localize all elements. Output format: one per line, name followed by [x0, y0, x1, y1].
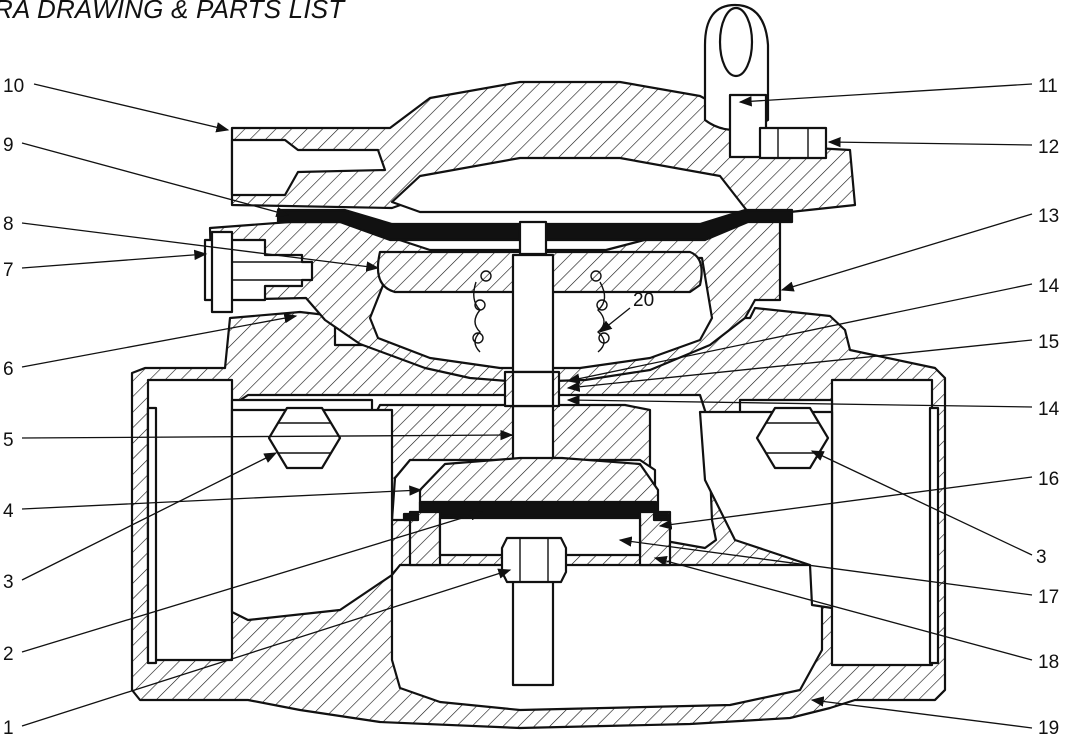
callout-14-upper: 14 [1038, 276, 1060, 297]
stem-nut [500, 536, 568, 584]
hex-plug-left [267, 406, 342, 470]
callout-7: 7 [3, 260, 14, 281]
callout-16: 16 [1038, 469, 1059, 490]
callout-18: 18 [1038, 652, 1059, 673]
lifting-eye [703, 3, 770, 159]
drawing-title: RA DRAWING & PARTS LIST [0, 0, 345, 24]
hex-plug-right [755, 406, 830, 470]
callout-4: 4 [3, 501, 14, 522]
callout-1: 1 [3, 718, 14, 736]
callout-5: 5 [3, 430, 14, 451]
callout-20: 20 [633, 290, 654, 311]
callout-6: 6 [3, 359, 14, 380]
callout-12: 12 [1038, 137, 1059, 158]
callout-13: 13 [1038, 206, 1059, 227]
callout-10: 10 [3, 76, 24, 97]
top-cover [230, 80, 857, 242]
callout-15: 15 [1038, 332, 1059, 353]
callout-17: 17 [1038, 587, 1059, 608]
callout-14-lower: 14 [1038, 399, 1060, 420]
disc-holder [402, 456, 672, 567]
hex-bolt-top [758, 126, 828, 160]
callout-2: 2 [3, 644, 14, 665]
callout-numbers: 10 9 8 7 6 5 4 3 2 1 11 12 13 14 15 14 1… [3, 76, 1060, 736]
callout-3-left: 3 [3, 572, 14, 593]
side-fitting [203, 230, 314, 314]
callout-8: 8 [3, 214, 14, 235]
callout-19: 19 [1038, 718, 1059, 736]
callout-11: 11 [1038, 76, 1058, 97]
callout-3-right: 3 [1036, 547, 1047, 568]
valve-stem [503, 220, 561, 687]
callout-9: 9 [3, 135, 14, 156]
callout-leaders [21, 83, 1033, 729]
